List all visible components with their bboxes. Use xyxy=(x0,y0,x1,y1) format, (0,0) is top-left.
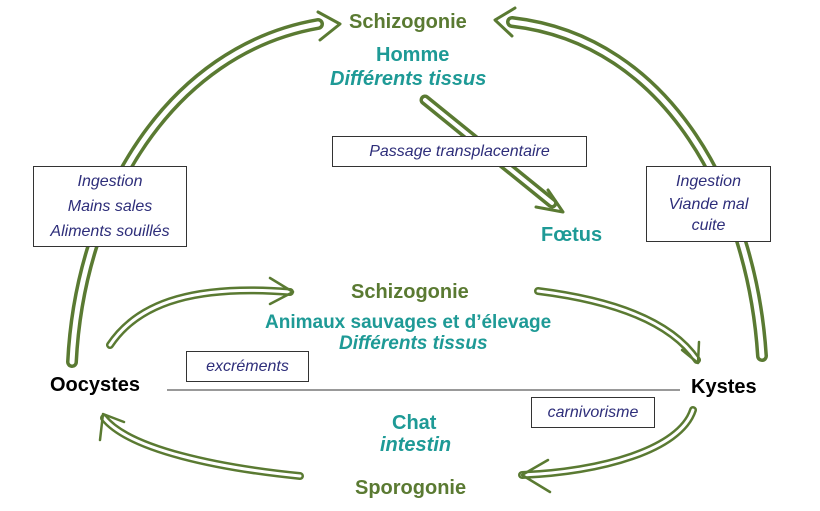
bottom-host-label: Chat xyxy=(392,412,437,434)
middle-host-label: Animaux sauvages et d’élevage xyxy=(265,312,552,333)
top-stage-label: Schizogonie xyxy=(349,11,467,33)
arrow-middle-to-kystes xyxy=(534,287,701,365)
bottom-organ-label: intestin xyxy=(380,434,452,456)
carnivorisme-box: carnivorisme xyxy=(531,397,655,428)
arrow-oocystes-to-middle xyxy=(106,276,295,349)
arrow-oocystes-to-top xyxy=(66,10,342,368)
kystes-label: Kystes xyxy=(691,376,757,398)
arrow-sporogonie-to-oocystes xyxy=(98,412,304,480)
right-box-line: Viande mal xyxy=(668,196,749,213)
middle-tissue-label: Différents tissus xyxy=(339,333,488,354)
left-box-line: Ingestion xyxy=(77,173,143,190)
left-box-line: Mains sales xyxy=(67,198,153,215)
top-tissue-label: Différents tissus xyxy=(330,68,487,90)
left-ingestion-box: Ingestion Mains sales Aliments souillés xyxy=(33,166,187,247)
middle-stage-label: Schizogonie xyxy=(351,281,469,303)
top-host-label: Homme xyxy=(376,44,450,66)
transplacental-box: Passage transplacentaire xyxy=(332,136,587,167)
right-ingestion-box: Ingestion Viande mal cuite xyxy=(646,166,771,242)
arrow-kystes-to-sporogonie xyxy=(518,406,697,494)
arrow-kystes-to-top xyxy=(493,6,768,362)
bottom-stage-label: Sporogonie xyxy=(355,477,467,499)
right-box-line: cuite xyxy=(691,217,726,234)
oocystes-label: Oocystes xyxy=(50,374,141,396)
right-box-line: Ingestion xyxy=(676,173,741,190)
foetus-label: Fœtus xyxy=(541,224,603,246)
excrements-box: excréments xyxy=(186,351,309,382)
left-box-line: Aliments souillés xyxy=(50,223,170,240)
